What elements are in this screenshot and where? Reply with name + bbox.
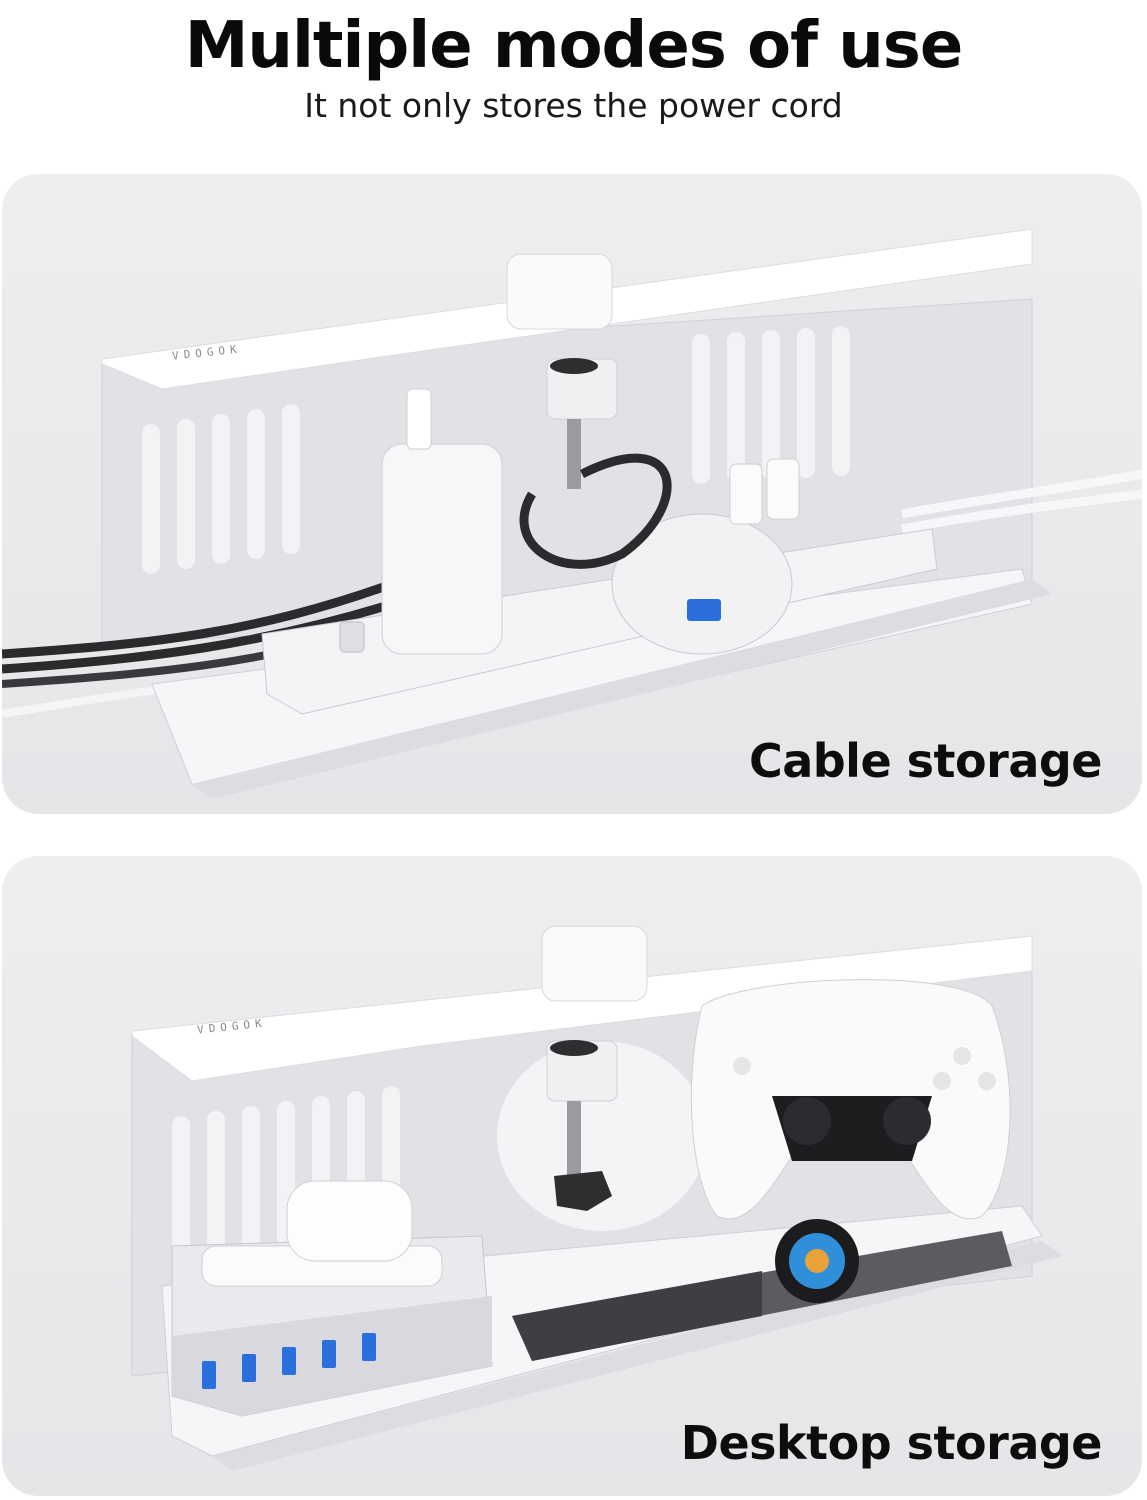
desktop-storage-illustration — [131, 925, 1062, 1471]
page-title: Multiple modes of use — [184, 9, 964, 83]
cable-storage-panel: VDOGOK Cable storage — [2, 174, 1142, 814]
page-subtitle: It not only stores the power cord — [304, 86, 843, 125]
desktop-storage-panel: VDOGOK Desktop storage — [2, 856, 1142, 1496]
caption-desktop-storage: Desktop storage — [680, 1416, 1103, 1470]
caption-cable-storage: Cable storage — [748, 734, 1103, 788]
cable-storage-illustration — [2, 228, 1142, 799]
